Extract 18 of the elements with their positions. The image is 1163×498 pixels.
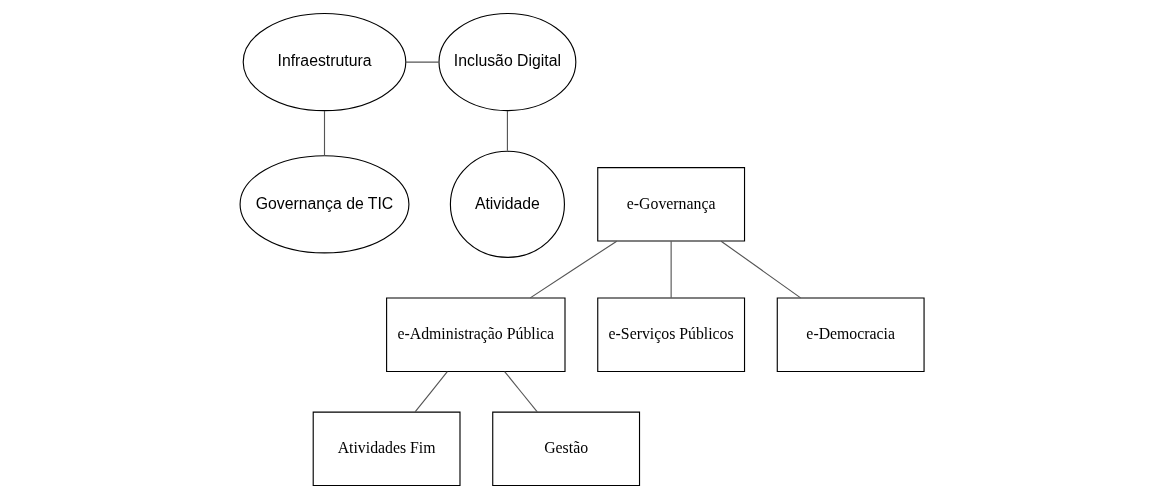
node-ellipse: Governança de TIC [239, 154, 409, 253]
node-box: e-Administração Pública [385, 297, 566, 372]
connector [720, 240, 801, 298]
connector [670, 240, 672, 298]
connector [503, 370, 538, 412]
connector [323, 109, 325, 156]
connector [529, 240, 617, 298]
node-circle: Atividade [449, 150, 565, 258]
node-ellipse: Inclusão Digital [437, 12, 576, 111]
node-box: e-Democracia [776, 297, 925, 372]
connector [404, 61, 439, 63]
node-box: Gestão [491, 411, 640, 486]
connector [414, 370, 448, 412]
node-box: Atividades Fim [312, 411, 461, 486]
node-box: e-Serviços Públicos [596, 297, 745, 372]
connector [506, 109, 508, 151]
node-ellipse: Infraestrutura [242, 12, 406, 111]
node-box: e-Governança [596, 166, 745, 242]
